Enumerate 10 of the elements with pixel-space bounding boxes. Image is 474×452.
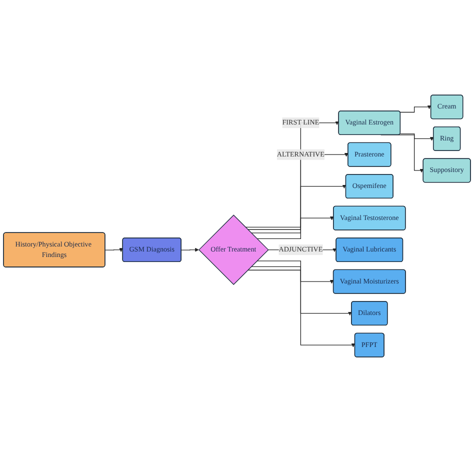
arrow bbox=[181, 248, 199, 252]
arrow bbox=[250, 266, 352, 316]
arrow bbox=[256, 216, 334, 240]
arrow bbox=[256, 260, 334, 284]
arrow bbox=[400, 133, 434, 141]
arrow bbox=[104, 248, 123, 252]
arrow bbox=[400, 105, 432, 113]
arrow bbox=[245, 121, 339, 228]
arrow bbox=[250, 184, 346, 234]
arrow bbox=[247, 270, 356, 348]
